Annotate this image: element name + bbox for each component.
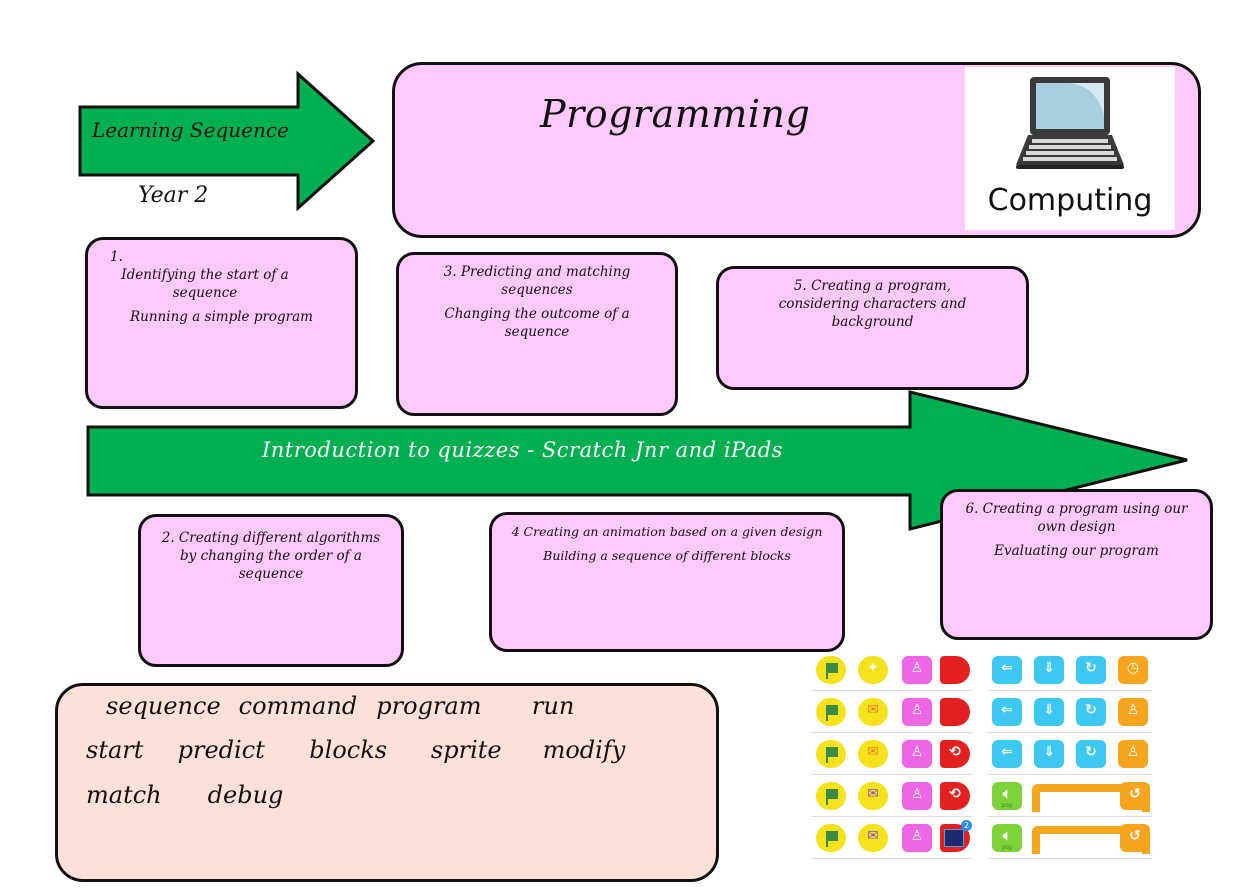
receive-message-orange-icon: ✉: [858, 698, 888, 726]
timeline-label: Introduction to quizzes - Scratch Jnr an…: [262, 438, 783, 462]
move-down-icon: ⇓: [1034, 656, 1064, 684]
vocab-word: debug: [207, 781, 284, 809]
vocab-word: match: [86, 781, 162, 809]
learning-sequence-label: Learning Sequence: [92, 118, 289, 142]
laptop-icon: [1016, 77, 1124, 169]
move-down-icon: ⇓: [1034, 698, 1064, 726]
vocab-word: sprite: [430, 736, 502, 764]
sound-label: pop: [1001, 802, 1013, 809]
block-row-left-5: ✉ ♙ 2: [812, 820, 972, 859]
lesson-card-3: 3. Predicting and matching sequences Cha…: [396, 252, 678, 416]
character-block-icon: ♙: [902, 698, 932, 726]
lesson-2-line-1: 2. Creating different algorithms by chan…: [161, 530, 381, 582]
vocab-word: blocks: [309, 736, 388, 764]
go-to-page-icon: 2: [940, 820, 972, 852]
vocab-word: start: [86, 736, 144, 764]
send-message-purple-icon: ✉: [858, 824, 888, 852]
character-block-icon: ♙: [902, 656, 932, 684]
lesson-4-line-1: 4 Creating an animation based on a given…: [511, 524, 823, 539]
turn-icon: ↻: [1076, 740, 1106, 768]
lesson-6-line-1: 6. Creating a program using our own desi…: [965, 501, 1188, 535]
lesson-card-6: 6. Creating a program using our own desi…: [940, 489, 1213, 640]
end-block-icon: [940, 656, 970, 684]
block-row-right-1: ⇐ ⇓ ↻ ◷: [988, 652, 1152, 691]
lesson-1-line-1: Identifying the start of a sequence: [121, 267, 289, 301]
lesson-card-4: 4 Creating an animation based on a given…: [489, 512, 845, 652]
repeat-forever-icon: ⟲: [940, 740, 970, 768]
block-row-right-2: ⇐ ⇓ ↻ ♙: [988, 694, 1152, 733]
vocab-word: command: [238, 692, 358, 720]
year-label: Year 2: [138, 183, 209, 208]
lesson-1-title: 1. Identifying the start of a sequence: [98, 248, 345, 302]
block-row-right-5: 🔈︎ pop ↺: [988, 820, 1152, 859]
vocab-row-3: match debug: [86, 781, 283, 809]
character-block-icon: ♙: [902, 782, 932, 810]
repeat-end-icon: ↺: [1120, 782, 1150, 810]
set-speed-fast-icon: ♙: [1118, 740, 1148, 768]
lesson-4-line-2: Building a sequence of different blocks: [543, 548, 791, 563]
block-row-right-4: 🔈︎ pop ↺: [988, 778, 1152, 817]
block-row-left-1: ✦ ♙: [812, 652, 972, 691]
subject-card: Computing: [965, 67, 1175, 230]
turn-icon: ↻: [1076, 698, 1106, 726]
send-message-orange-icon: ✉: [858, 740, 888, 768]
character-block-icon: ♙: [902, 824, 932, 852]
green-flag-block-icon: [816, 698, 846, 726]
vocab-row-1: sequence command program run: [106, 692, 574, 720]
turn-icon: ↻: [1076, 656, 1106, 684]
scratch-blocks-panel: ✦ ♙ ✉ ♙ ✉ ♙ ⟲ ✉ ♙ ⟲ ✉ ♙ 2 ⇐ ⇓ ↻ ◷ ⇐ ⇓: [812, 652, 1152, 864]
move-down-icon: ⇓: [1034, 740, 1064, 768]
repeat-end-icon: ↺: [1120, 824, 1150, 852]
repeat-forever-icon: ⟲: [940, 782, 970, 810]
play-sound-icon: 🔈︎ pop: [992, 824, 1022, 852]
lesson-card-2: 2. Creating different algorithms by chan…: [138, 514, 404, 667]
lesson-6-line-2: Evaluating our program: [994, 543, 1159, 559]
lesson-3-line-2: Changing the outcome of a sequence: [444, 306, 630, 340]
block-row-left-2: ✉ ♙: [812, 694, 972, 733]
vocab-word: sequence: [106, 692, 221, 720]
green-flag-block-icon: [816, 656, 846, 684]
learning-sequence-arrow: [78, 70, 376, 212]
green-flag-block-icon: [816, 740, 846, 768]
bump-block-icon: ✦: [858, 656, 888, 684]
vocab-word: predict: [177, 736, 265, 764]
green-flag-block-icon: [816, 782, 846, 810]
move-left-icon: ⇐: [992, 698, 1022, 726]
sound-label: pop: [1001, 844, 1013, 851]
lesson-1-line-2: Running a simple program: [130, 309, 313, 325]
lesson-card-1: 1. Identifying the start of a sequence R…: [85, 237, 358, 409]
lesson-5-line-1: 5. Creating a program, considering chara…: [778, 278, 967, 330]
green-flag-block-icon: [816, 824, 846, 852]
character-block-icon: ♙: [902, 740, 932, 768]
wait-icon: ◷: [1118, 656, 1148, 684]
lesson-3-line-1: 3. Predicting and matching sequences: [443, 264, 631, 298]
block-row-left-4: ✉ ♙ ⟲: [812, 778, 972, 817]
vocab-word: modify: [542, 736, 626, 764]
block-row-left-3: ✉ ♙ ⟲: [812, 736, 972, 775]
receive-message-purple-icon: ✉: [858, 782, 888, 810]
lesson-1-number: 1.: [110, 249, 123, 265]
subject-label: Computing: [987, 183, 1153, 218]
vocabulary-box: sequence command program run start predi…: [55, 683, 719, 882]
end-block-icon: [940, 698, 970, 726]
vocab-word: program: [376, 692, 482, 720]
block-row-right-3: ⇐ ⇓ ↻ ♙: [988, 736, 1152, 775]
play-sound-icon: 🔈︎ pop: [992, 782, 1022, 810]
set-speed-icon: ♙: [1118, 698, 1148, 726]
vocab-word: run: [531, 692, 575, 720]
page-badge: 2: [961, 820, 972, 831]
lesson-card-5: 5. Creating a program, considering chara…: [716, 266, 1029, 390]
move-left-icon: ⇐: [992, 740, 1022, 768]
move-left-icon: ⇐: [992, 656, 1022, 684]
page-title: Programming: [540, 92, 811, 136]
vocab-row-2: start predict blocks sprite modify: [86, 736, 625, 764]
